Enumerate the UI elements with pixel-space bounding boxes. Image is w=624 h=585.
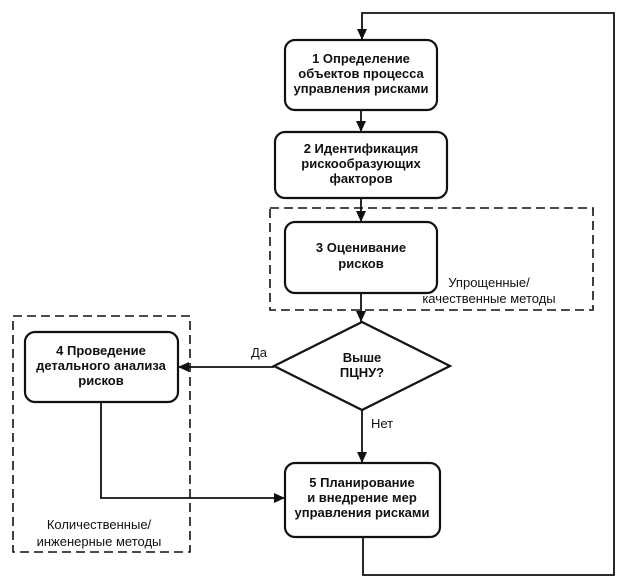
process-box-5-line2: и внедрение мер: [307, 490, 417, 505]
process-box-2-line1: 2 Идентификация: [304, 141, 419, 156]
process-box-1-line2: объектов процесса: [298, 66, 424, 81]
process-box-4-rect: [23, 330, 180, 404]
decision-diamond: Выше ПЦНУ?: [271, 320, 453, 412]
process-box-2-rect: [273, 130, 449, 200]
group-simplified-frame: [269, 207, 594, 311]
process-box-5: 5 Планирование и внедрение мер управлени…: [283, 461, 442, 539]
connectors: [100, 12, 615, 576]
process-box-4-line1: 4 Проведение: [56, 343, 146, 358]
process-box-1-line3: управления рисками: [294, 81, 429, 96]
process-box-2-line2: рискообразующих: [301, 156, 421, 171]
process-box-5-line1: 5 Планирование: [309, 475, 415, 490]
process-box-1-line1: 1 Определение: [312, 51, 410, 66]
process-box-4-line2: детального анализа: [36, 358, 167, 373]
group-quantitative-label-line1: Количественные/: [47, 517, 152, 532]
group-simplified-methods: Упрощенные/ качественные методы: [269, 207, 594, 311]
process-box-3-rect: [283, 220, 439, 295]
process-box-1-rect: [283, 38, 439, 112]
process-box-5-rect: [283, 461, 442, 539]
group-simplified-label-line1: Упрощенные/: [448, 275, 530, 290]
edge-label-yes: Да: [251, 345, 268, 360]
decision-line2: ПЦНУ?: [340, 365, 384, 380]
decision-line1: Выше: [343, 350, 382, 365]
process-box-3-line2: рисков: [338, 256, 383, 271]
edge-label-no: Нет: [371, 416, 393, 431]
arrow-step4-to-step5: [100, 402, 285, 503]
process-box-3: 3 Оценивание рисков: [283, 220, 439, 295]
process-box-2: 2 Идентификация рискообразующих факторов: [273, 130, 449, 200]
process-box-4-line3: рисков: [78, 373, 123, 388]
arrow-feedback-loop-step5-to-step1: [357, 12, 615, 576]
group-quantitative-frame: [12, 315, 191, 553]
group-simplified-label-line2: качественные методы: [422, 291, 555, 306]
process-box-5-line3: управления рисками: [295, 505, 430, 520]
process-box-1: 1 Определение объектов процесса управлен…: [283, 38, 439, 112]
process-box-3-line1: 3 Оценивание: [316, 240, 406, 255]
group-quantitative-methods: Количественные/ инженерные методы: [12, 315, 191, 553]
group-quantitative-label-line2: инженерные методы: [37, 534, 162, 549]
process-box-4: 4 Проведение детального анализа рисков: [23, 330, 180, 404]
process-box-2-line3: факторов: [329, 171, 392, 186]
decision-diamond-shape: [271, 320, 453, 412]
